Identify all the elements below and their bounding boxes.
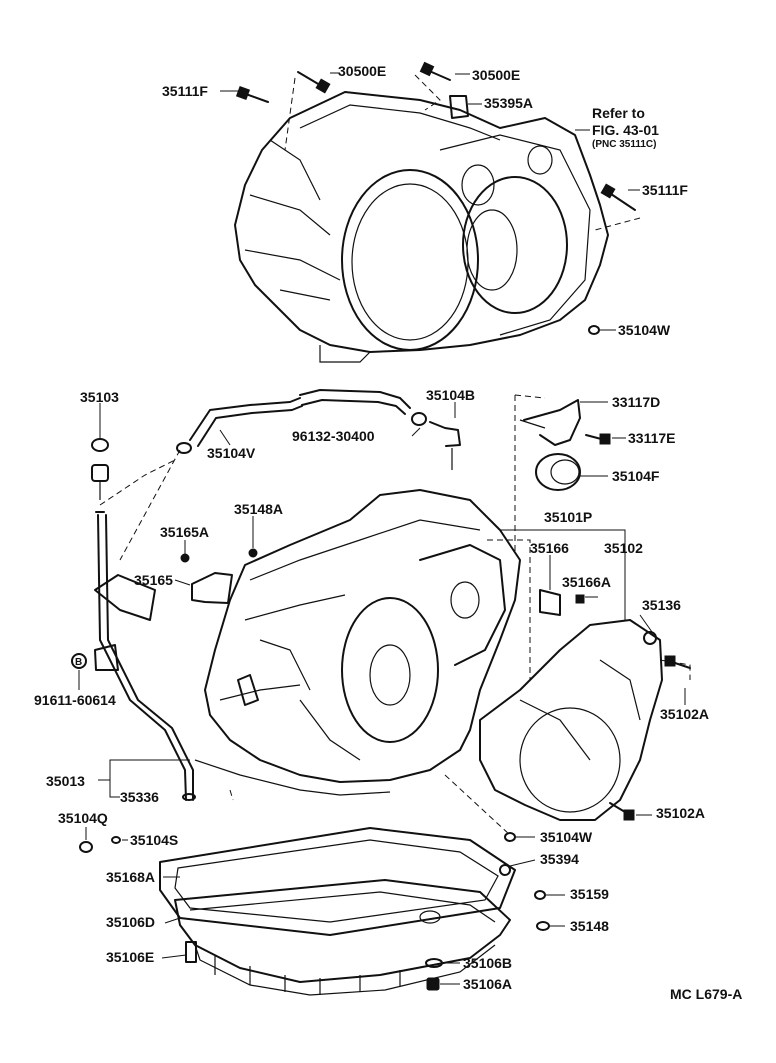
dipstick-35103: [91, 438, 196, 801]
label-35336: 35336: [120, 789, 159, 805]
label-35159: 35159: [570, 886, 609, 902]
union-35104B: [429, 421, 461, 470]
label-33117D: 33117D: [612, 394, 660, 410]
bolt-35102A-lower: [609, 802, 635, 821]
label-35013: 35013: [46, 773, 85, 789]
oil-pan-35106D: [174, 879, 511, 996]
label-35394: 35394: [540, 851, 579, 867]
bolt-35102A-upper: [664, 655, 691, 669]
label-33117E: 33117E: [628, 430, 676, 446]
cover-35165: [191, 572, 233, 604]
label-35165: 35165: [134, 572, 173, 588]
label-35102: 35102: [604, 540, 643, 556]
label-30500E: 30500E: [472, 67, 520, 83]
pin-35104W-upper: [588, 325, 600, 335]
cover-35166: [539, 589, 561, 616]
breather-hose-35104V: [176, 389, 411, 454]
reference-line1: Refer to: [592, 105, 645, 121]
diagram-code: MC L679-A: [670, 986, 742, 1002]
label-35166A: 35166A: [562, 574, 611, 590]
magnet-35159: [534, 890, 546, 900]
label-35106D: 35106D: [106, 914, 155, 930]
part-labels: 30500E 30500E 35111F 35395A Refer to FIG…: [34, 63, 742, 1002]
bolt-30500E-left: [297, 71, 331, 94]
bolt-33117E: [585, 433, 611, 445]
bolt-35111F-left: [235, 85, 269, 103]
plug-35106E: [185, 941, 197, 963]
bolt-30500E-right: [419, 61, 451, 81]
pin-35104W-lower: [504, 832, 516, 842]
reference-line2: FIG. 43-01: [592, 122, 659, 138]
label-96132-30400: 96132-30400: [292, 428, 375, 444]
label-35136: 35136: [642, 597, 681, 613]
oil-seal-35104F: [535, 453, 581, 491]
label-35111F: 35111F: [642, 182, 688, 198]
transaxle-case: [194, 489, 521, 796]
label-35104W: 35104W: [618, 322, 671, 338]
label-35106A: 35106A: [463, 976, 512, 992]
label-35395A: 35395A: [484, 95, 533, 111]
label-35104Q: 35104Q: [58, 810, 108, 826]
plug-35148A: [248, 548, 258, 558]
marker-b: B: [75, 657, 82, 668]
oring-35104S: [111, 836, 121, 844]
bolt-35165A: [180, 553, 190, 563]
label-35103: 35103: [80, 389, 119, 405]
label-35104B: 35104B: [426, 387, 475, 403]
label-35104S: 35104S: [130, 832, 178, 848]
label-35102A: 35102A: [656, 805, 705, 821]
pipe-35394: [499, 864, 511, 876]
oring-35104Q: [79, 841, 93, 853]
label-35106E: 35106E: [106, 949, 154, 965]
bolt-91611-60614: [71, 653, 87, 669]
label-35166: 35166: [530, 540, 569, 556]
label-35148A: 35148A: [234, 501, 283, 517]
label-35111F: 35111F: [162, 83, 208, 99]
clip-35395A: [449, 95, 469, 119]
drain-plug-35106A: [426, 977, 440, 991]
label-91611-60614: 91611-60614: [34, 692, 116, 708]
gasket-96132-30400: [411, 412, 427, 426]
label-30500E: 30500E: [338, 63, 386, 79]
label-35104W: 35104W: [540, 829, 593, 845]
transaxle-housing: [234, 91, 609, 363]
bolt-35166A: [575, 594, 585, 604]
label-35148: 35148: [570, 918, 609, 934]
bracket-33117D: [519, 399, 581, 446]
label-35168A: 35168A: [106, 869, 155, 885]
label-35104F: 35104F: [612, 468, 660, 484]
reference-line3: (PNC 35111C): [592, 139, 656, 150]
gasket-35106B: [425, 958, 443, 968]
pan-gasket-35168A: [159, 827, 516, 936]
label-35106B: 35106B: [463, 955, 512, 971]
extension-housing-35102: [479, 619, 663, 821]
bolt-35111F-right: [600, 183, 636, 211]
label-35101P: 35101P: [544, 509, 592, 525]
label-35165A: 35165A: [160, 524, 209, 540]
label-35104V: 35104V: [207, 445, 256, 461]
magnet-35148: [536, 921, 550, 931]
label-35102A: 35102A: [660, 706, 709, 722]
